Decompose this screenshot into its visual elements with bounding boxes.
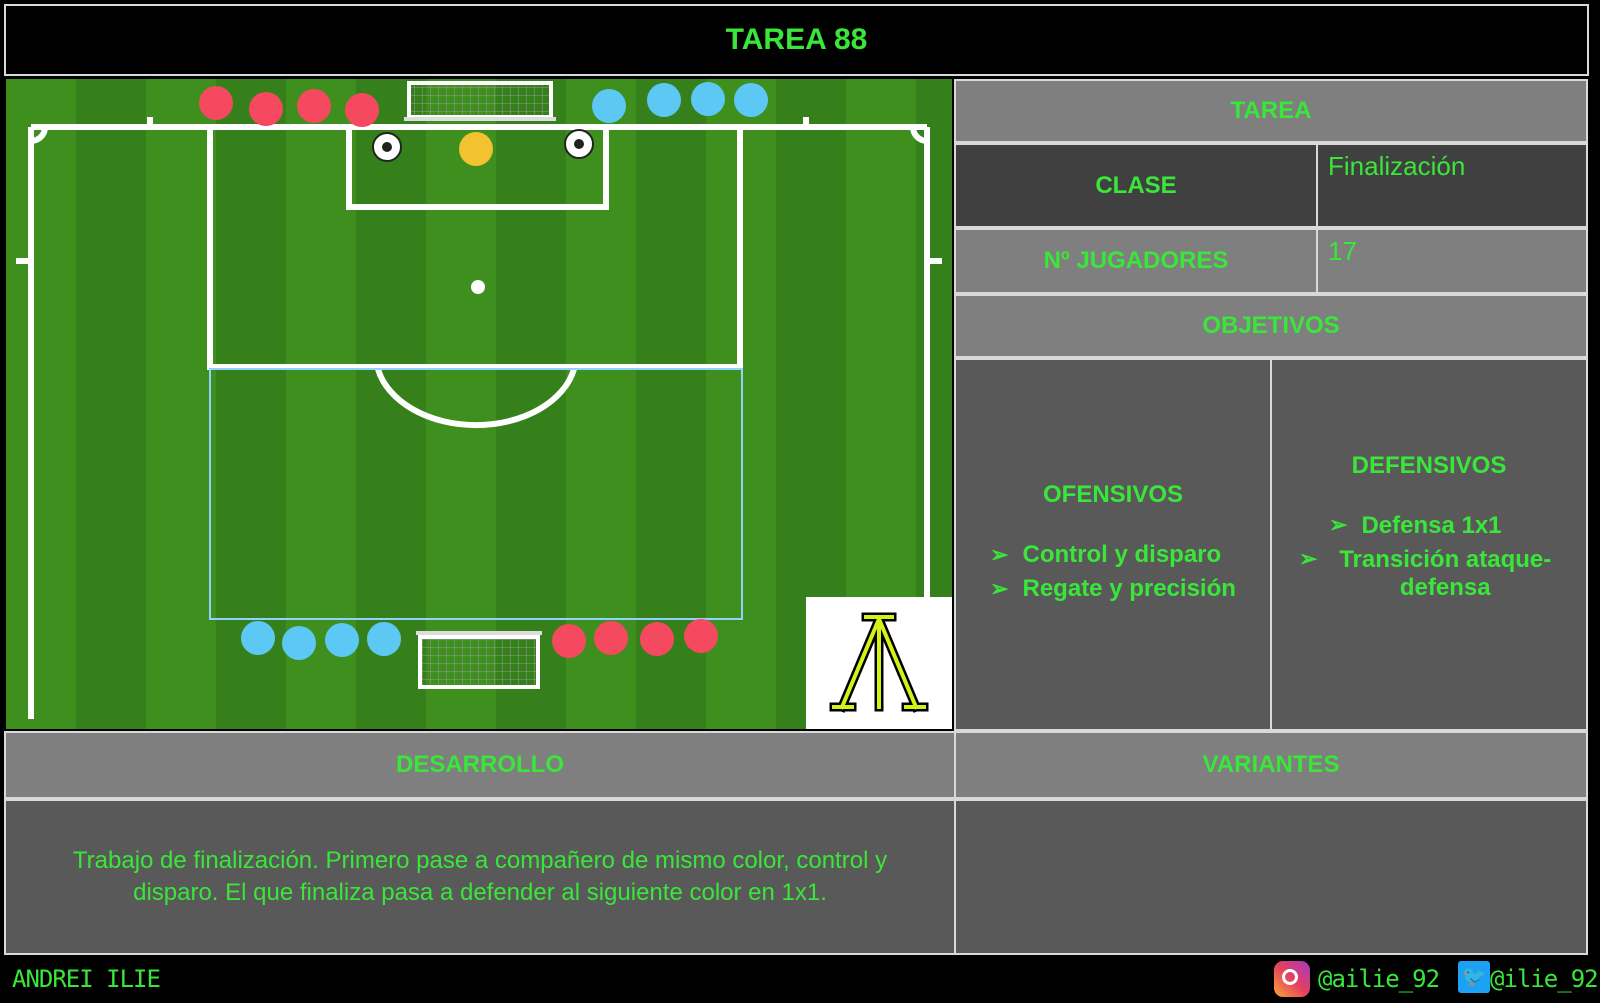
arrow-bullet-icon: ➢ xyxy=(990,541,1009,567)
clase-label: CLASE xyxy=(1095,171,1177,199)
penalty-spot xyxy=(471,280,485,294)
player-red xyxy=(345,93,379,127)
desarrollo-header-label: DESARROLLO xyxy=(396,751,564,778)
title-bar: TAREA 88 xyxy=(4,4,1589,76)
player-red xyxy=(684,619,718,653)
desarrollo-header: DESARROLLO xyxy=(4,731,956,799)
top-goal xyxy=(404,81,556,121)
objetivos-header: OBJETIVOS xyxy=(954,294,1588,358)
list-item: ➢Regate y precisión xyxy=(990,574,1236,602)
twitter-icon[interactable]: 🐦 xyxy=(1458,961,1490,993)
variantes-header: VARIANTES xyxy=(954,731,1588,799)
pitch-diagram xyxy=(6,79,952,729)
clase-label-cell: CLASE xyxy=(954,143,1318,228)
arrow-bullet-icon: ➢ xyxy=(990,575,1009,601)
ofensivos-panel: OFENSIVOS ➢Control y disparo ➢Regate y p… xyxy=(954,358,1272,731)
soccer-ball-left xyxy=(372,132,402,162)
jugadores-label: Nº JUGADORES xyxy=(1043,247,1229,274)
player-red xyxy=(199,86,233,120)
desarrollo-body: Trabajo de finalización. Primero pase a … xyxy=(4,799,956,955)
player-red xyxy=(249,92,283,126)
arrow-bullet-icon: ➢ xyxy=(1329,511,1348,537)
player-blue xyxy=(282,626,316,660)
list-item: ➢Control y disparo xyxy=(990,540,1222,568)
desarrollo-text: Trabajo de finalización. Primero pase a … xyxy=(72,847,888,906)
twitter-handle[interactable]: @ilie_92 xyxy=(1490,965,1599,993)
pitch-svg xyxy=(6,79,952,729)
footer: ANDREI ILIE @ailie_92 🐦 @ilie_92 xyxy=(0,955,1600,1003)
brand-logo xyxy=(806,597,952,729)
variantes-header-label: VARIANTES xyxy=(1202,751,1340,778)
defensivos-title: DEFENSIVOS xyxy=(1351,451,1507,479)
clase-value-cell: Finalización xyxy=(1316,143,1588,228)
player-red xyxy=(640,622,674,656)
player-red xyxy=(594,621,628,655)
list-item: ➢Defensa 1x1 xyxy=(1329,511,1502,539)
instagram-icon-ring xyxy=(1282,969,1298,985)
player-blue xyxy=(325,623,359,657)
player-blue xyxy=(647,83,681,117)
bottom-goal xyxy=(416,631,542,689)
page-title: TAREA 88 xyxy=(725,23,868,56)
list-item: ➢Transición ataque-defensa xyxy=(1299,545,1552,601)
player-red xyxy=(297,89,331,123)
ofensivos-list: ➢Control y disparo ➢Regate y precisión xyxy=(990,535,1236,609)
field-lines xyxy=(16,117,942,719)
player-blue xyxy=(592,89,626,123)
arrow-bullet-icon: ➢ xyxy=(1299,545,1318,571)
tarea-header: TAREA xyxy=(954,79,1588,143)
player-blue xyxy=(367,622,401,656)
jugadores-label-cell: Nº JUGADORES xyxy=(954,228,1318,294)
variantes-body xyxy=(954,799,1588,955)
jugadores-value: 17 xyxy=(1328,236,1357,266)
defensivos-list: ➢Defensa 1x1 ➢Transición ataque-defensa xyxy=(1299,506,1559,608)
tarea-header-label: TAREA xyxy=(1230,97,1312,124)
player-goalkeeper xyxy=(459,132,493,166)
instagram-handle[interactable]: @ailie_92 xyxy=(1318,965,1440,993)
player-blue xyxy=(241,621,275,655)
logo-a-icon xyxy=(829,612,929,713)
soccer-ball-right xyxy=(564,129,594,159)
player-blue xyxy=(691,82,725,116)
jugadores-value-cell: 17 xyxy=(1316,228,1588,294)
ofensivos-title: OFENSIVOS xyxy=(1042,480,1184,508)
clase-value: Finalización xyxy=(1328,151,1466,181)
objetivos-header-label: OBJETIVOS xyxy=(1202,312,1340,339)
player-red xyxy=(552,624,586,658)
player-blue xyxy=(734,83,768,117)
defensivos-panel: DEFENSIVOS ➢Defensa 1x1 ➢Transición ataq… xyxy=(1270,358,1588,731)
author-name: ANDREI ILIE xyxy=(12,965,161,993)
grass xyxy=(6,79,952,729)
zone-rectangle xyxy=(209,368,743,620)
